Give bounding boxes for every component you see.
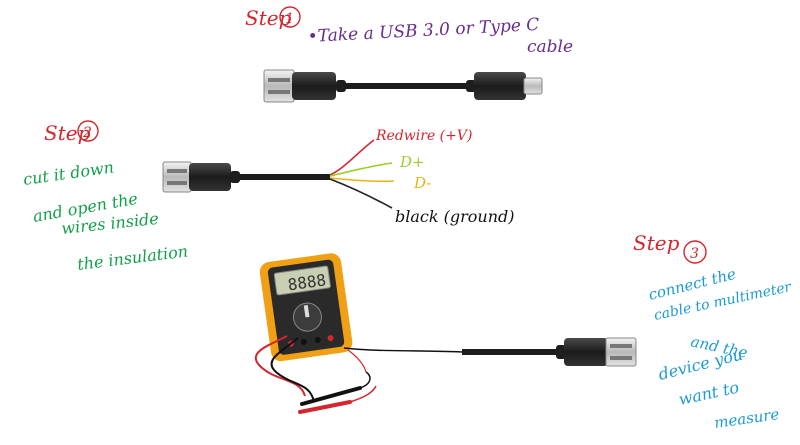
step1-number: 1 [285,11,294,27]
red-wire [329,139,375,176]
multimeter [259,253,353,362]
step1-cable [263,69,543,103]
step2-note-line4: the insulation [76,242,189,274]
step3-note-line6: measure [713,405,780,432]
step2-heading: Step [44,121,91,145]
usb-a-plug [605,337,637,367]
cable [344,83,476,89]
step3-heading: Step [633,231,680,255]
yellow-wire [329,177,395,183]
step2-note-line1: cut it down [22,157,115,189]
black-probe [300,386,362,406]
step2-number: 2 [82,125,92,141]
step2-cable [162,139,395,209]
usb-a-plug [162,161,192,193]
red-lead [254,335,306,397]
step1-note-line1: •Take a USB 3.0 or Type C [307,15,540,47]
usb-a-plug [263,69,295,103]
black-wire-label: black (ground) [395,207,515,226]
black-lead [270,337,315,403]
meter-to-cable-wire-red [347,349,367,373]
usb-a-housing [292,72,336,100]
multimeter-screen [273,265,331,296]
micro-usb-plug [523,77,543,95]
step3-number-circle [683,240,707,264]
red-wire-label: Redwire (+V) [375,128,472,144]
step3-cable [462,337,637,367]
step2-number-circle [77,120,99,142]
red-probe [298,400,352,414]
meter-to-cable-wire [343,347,463,353]
micro-usb-housing [474,72,526,100]
yellow-wire-label: D- [413,174,431,192]
step1-number-circle [279,6,301,28]
step1-note-line2: cable [527,37,573,57]
usb-a-housing [564,338,608,366]
black-wire [329,178,393,209]
step3-note-line5: want to [677,378,741,409]
usb-a-housing [189,163,231,191]
cable [462,349,562,355]
green-wire [329,162,393,177]
green-wire-label: D+ [399,153,425,171]
cut-cable [238,174,330,180]
step1-heading: Step [245,6,292,30]
step3-number: 3 [690,246,699,262]
test-leads [254,335,463,414]
